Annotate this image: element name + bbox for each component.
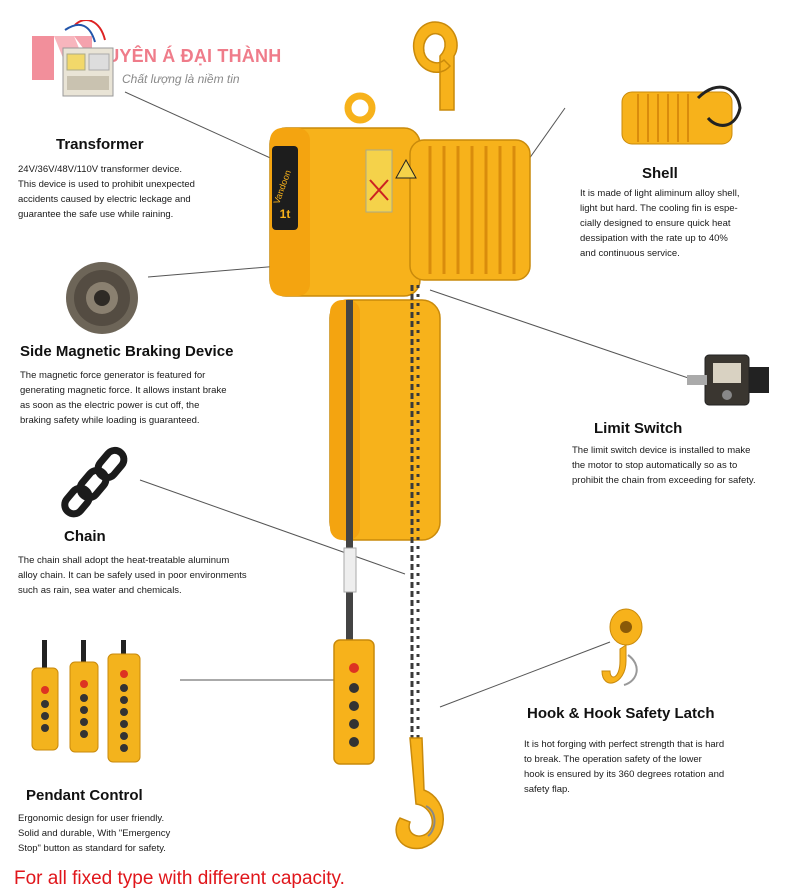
desc-line: light but hard. The cooling fin is espe- xyxy=(580,203,738,214)
cable-tag xyxy=(343,547,357,593)
desc-line: guarantee the safe use while raining. xyxy=(18,209,174,220)
chain-link-image xyxy=(61,446,128,518)
pendant-cable xyxy=(346,300,353,640)
pendant-description: Ergonomic design for user friendly. Soli… xyxy=(18,811,170,856)
leader-limit-switch xyxy=(429,289,701,383)
bottom-hook xyxy=(395,737,444,850)
lifting-eye xyxy=(344,92,376,124)
shell-title: Shell xyxy=(642,165,678,182)
desc-line: cially designed to ensure quick heat xyxy=(580,218,731,229)
load-chain xyxy=(410,285,420,740)
desc-line: Stop" button as standard for safety. xyxy=(18,843,166,854)
desc-line: braking safety while loading is guarante… xyxy=(20,415,200,426)
shell-description: It is made of light aliminum alloy shell… xyxy=(580,186,739,261)
footer-caption: For all fixed type with different capaci… xyxy=(14,868,345,889)
desc-line: hook is ensured by its 360 degrees rotat… xyxy=(524,769,725,780)
desc-line: The limit switch device is installed to … xyxy=(572,445,751,456)
electric-chain-hoist-illustration: Vandoon 1t xyxy=(269,21,531,850)
caution-triangle xyxy=(395,158,417,179)
hook-title: Hook & Hook Safety Latch xyxy=(527,705,715,722)
desc-line: This device is used to prohibit unexpect… xyxy=(18,179,195,190)
pendant-controls-image xyxy=(31,640,141,763)
transformer-description: 24V/36V/48V/110V transformer device. Thi… xyxy=(18,162,195,222)
desc-line: alloy chain. It can be safely used in po… xyxy=(18,570,247,581)
desc-line: It is hot forging with perfect strength … xyxy=(524,739,725,750)
desc-line: dessipation with the rate up to 40% xyxy=(580,233,728,244)
chain-description: The chain shall adopt the heat-treatable… xyxy=(18,553,247,598)
limit-switch-title: Limit Switch xyxy=(594,420,683,437)
brand-slogan: Chất lượng là niềm tin xyxy=(122,72,240,86)
desc-line: Ergonomic design for user friendly. xyxy=(18,813,165,824)
braking-disc-image xyxy=(66,262,138,334)
desc-line: the motor to stop automatically so as to xyxy=(572,460,738,471)
limit-switch-description: The limit switch device is installed to … xyxy=(572,443,756,488)
desc-line: safety flap. xyxy=(524,784,570,795)
capacity-label: 1t xyxy=(280,207,291,221)
safety-latch xyxy=(425,805,436,837)
desc-line: The magnetic force generator is featured… xyxy=(20,370,206,381)
desc-line: 24V/36V/48V/110V transformer device. xyxy=(18,164,183,175)
leader-hook xyxy=(439,641,611,708)
brand-logo: XUYÊN Á ĐẠI THÀNH Chất lượng là niềm tin xyxy=(30,30,330,90)
transformer-title: Transformer xyxy=(56,136,144,153)
desc-line: The chain shall adopt the heat-treatable… xyxy=(18,555,230,566)
top-hook xyxy=(413,21,458,111)
hook-description: It is hot forging with perfect strength … xyxy=(524,737,724,797)
desc-line: to break. The operation safety of the lo… xyxy=(524,754,702,765)
desc-line: such as rain, sea water and chemicals. xyxy=(18,585,182,596)
brand-name: XUYÊN Á ĐẠI THÀNH xyxy=(94,46,282,66)
chain-title: Chain xyxy=(64,528,106,545)
hook-image xyxy=(601,608,643,686)
shell-image xyxy=(621,85,742,145)
desc-line: generating magnetic force. It allows ins… xyxy=(20,385,227,396)
braking-title: Side Magnetic Braking Device xyxy=(20,343,234,360)
brand-label-panel xyxy=(272,146,298,230)
leader-chain xyxy=(139,479,406,575)
desc-line: It is made of light aliminum alloy shell… xyxy=(580,188,740,199)
motor-housing xyxy=(409,139,531,281)
desc-line: accidents caused by electric leckage and xyxy=(18,194,191,205)
desc-line: as soon as the electric power is cut off… xyxy=(20,400,200,411)
desc-line: and continuous service. xyxy=(580,248,680,259)
pendant-title: Pendant Control xyxy=(26,787,143,804)
desc-line: Solid and durable, With "Emergency xyxy=(18,828,171,839)
braking-description: The magnetic force generator is featured… xyxy=(20,368,226,428)
transformer-image xyxy=(62,20,114,97)
desc-line: prohibit the chain from exceeding for sa… xyxy=(572,475,756,486)
limit-switch-image xyxy=(687,354,769,406)
